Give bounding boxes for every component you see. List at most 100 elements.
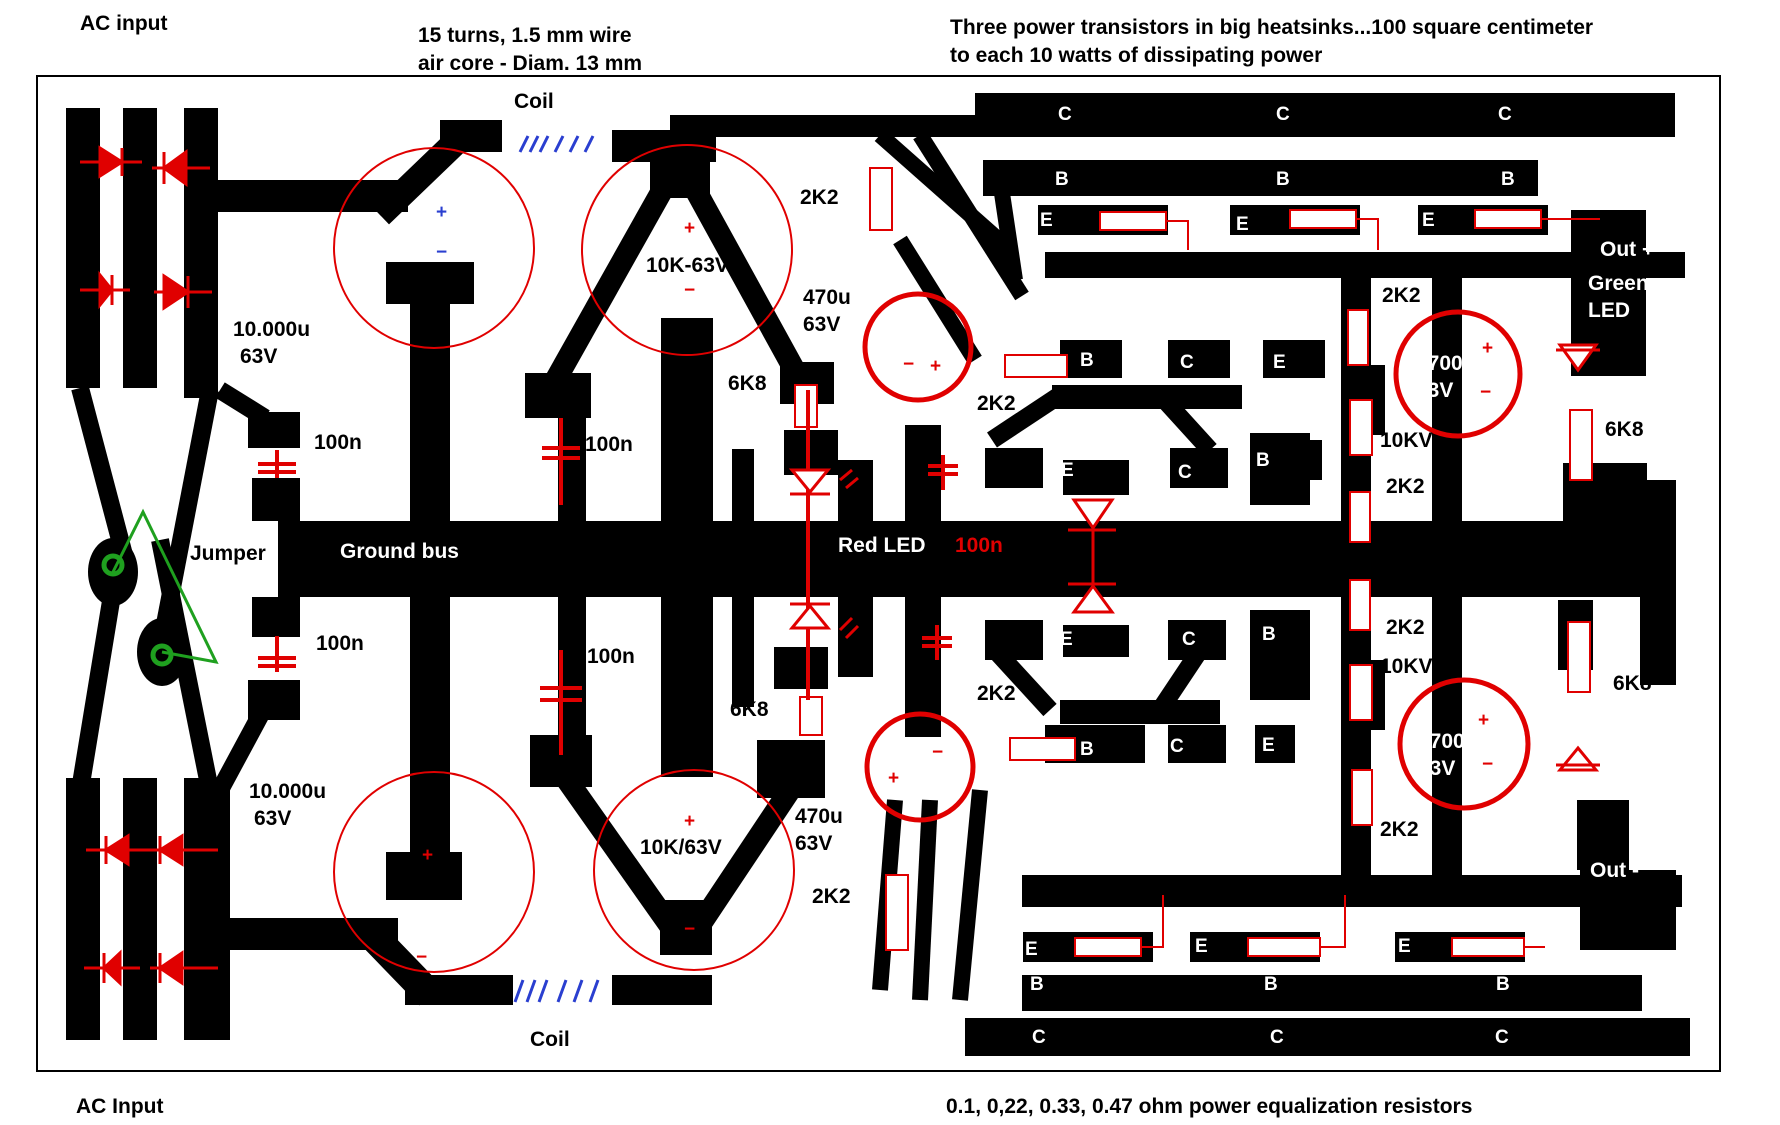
- pin-c-top-1: C: [1058, 104, 1072, 125]
- pin-c-bot-3: C: [1495, 1027, 1509, 1048]
- cap-470u-top-voltage: 63V: [803, 313, 840, 336]
- polarity-plus-7: +: [888, 768, 899, 789]
- filter-cap-top-value: 10.000u: [233, 318, 310, 341]
- res-6k8-a-label: 6K8: [728, 372, 767, 395]
- resistor-2k2-d: [1347, 309, 1369, 366]
- pin-c-bot-1: C: [1032, 1027, 1046, 1048]
- pin-e-top-1: E: [1040, 210, 1053, 231]
- resistor-6k8-d: [1567, 621, 1591, 693]
- pot-top-label: 10KV: [1380, 429, 1433, 452]
- pin-b-bot-2: B: [1264, 974, 1278, 995]
- resistor-6k8-c: [1569, 409, 1593, 481]
- pin-c-bot-2: C: [1270, 1027, 1284, 1048]
- red-led-label: Red LED: [838, 534, 926, 557]
- ecap-10k-top: [581, 144, 793, 356]
- pin-b-bot-1: B: [1030, 974, 1044, 995]
- polarity-minus-4: −: [1480, 382, 1491, 403]
- pin-b-right-top: B: [1256, 450, 1270, 471]
- coil-top-label: Coil: [514, 90, 554, 113]
- pin-c-pre-top: C: [1178, 462, 1192, 483]
- cap-4700u-bottom: [1397, 677, 1531, 811]
- polarity-plus-4: +: [1482, 338, 1493, 359]
- rectifier-diodes: [80, 145, 218, 987]
- jumper-label: Jumper: [190, 542, 266, 565]
- ecap-10k-bottom: [593, 769, 795, 971]
- pin-c-driver-bottom: C: [1170, 736, 1184, 757]
- copper-traces: [66, 93, 1690, 1056]
- resistor-6k8-b: [799, 696, 823, 736]
- green-led-label-line2: LED: [1588, 299, 1630, 322]
- filter-cap-bottom: [333, 771, 535, 973]
- pin-e-bot-3: E: [1398, 936, 1411, 957]
- cap-4700u-bottom-value: 4700u: [1418, 730, 1478, 753]
- cap-470u-bottom: [864, 711, 976, 823]
- pin-b-driver-top: B: [1080, 350, 1094, 371]
- jumper-wire: [101, 508, 219, 667]
- pin-b-top-2: B: [1276, 169, 1290, 190]
- out-minus-label: Out -: [1590, 859, 1639, 882]
- pin-e-driver-bottom: E: [1262, 735, 1275, 756]
- res-2k2-g-label: 2K2: [1380, 818, 1419, 841]
- pot-10kv-bottom: [1349, 664, 1373, 721]
- coils: [513, 135, 600, 1003]
- polarity-minus-7: −: [932, 742, 943, 763]
- res-6k8-b-label: 6K8: [730, 698, 769, 721]
- ground-bus-label: Ground bus: [340, 540, 459, 563]
- cap-100n-c-label: 100n: [585, 433, 633, 456]
- filter-cap-top-voltage: 63V: [240, 345, 277, 368]
- resistor-2k2-g: [1351, 769, 1373, 826]
- components: [258, 144, 1600, 973]
- heatsink-note-line2: to each 10 watts of dissipating power: [950, 44, 1322, 67]
- pin-e-bot-2: E: [1195, 936, 1208, 957]
- pin-b-top-1: B: [1055, 169, 1069, 190]
- resistor-note: 0.1, 0,22, 0.33, 0.47 ohm power equaliza…: [946, 1095, 1472, 1118]
- pin-e-driver-top: E: [1273, 352, 1286, 373]
- polarity-minus-6: −: [684, 919, 695, 940]
- pin-c-top-2: C: [1276, 104, 1290, 125]
- filter-cap-top: [333, 147, 535, 349]
- polarity-plus-6: +: [684, 811, 695, 832]
- res-2k2-d-label: 2K2: [1382, 284, 1421, 307]
- res-2k2-a-label: 2K2: [800, 186, 839, 209]
- cap-470u-bottom-value: 470u: [795, 805, 843, 828]
- cap-100n-red-label: 100n: [955, 534, 1003, 557]
- polarity-plus-3: +: [930, 356, 941, 377]
- polarity-minus-5: −: [416, 947, 427, 968]
- coil-spec-line2: air core - Diam. 13 mm: [418, 52, 642, 75]
- cap-4700u-top-value: 4700u: [1416, 352, 1476, 375]
- polarity-plus-5: +: [422, 845, 433, 866]
- cap-470u-top: [862, 291, 974, 403]
- ecap-top-label: 10K-63V: [646, 254, 729, 277]
- res-2k2-f-label: 2K2: [1386, 616, 1425, 639]
- ac-input-bottom-label: AC Input: [76, 1095, 163, 1118]
- heatsink-note-line1: Three power transistors in big heatsinks…: [950, 16, 1593, 39]
- board-outline: [36, 75, 1721, 1072]
- cap-470u-bottom-voltage: 63V: [795, 832, 832, 855]
- res-6k8-c-label: 6K8: [1605, 418, 1644, 441]
- resistor-2k2-a: [869, 167, 893, 231]
- res-2k2-c-label: 2K2: [977, 682, 1016, 705]
- res-2k2-e-label: 2K2: [1386, 475, 1425, 498]
- cap-4700u-top-voltage: 63V: [1416, 379, 1453, 402]
- filter-cap-bottom-voltage: 63V: [254, 807, 291, 830]
- pin-b-driver-bottom: B: [1080, 739, 1094, 760]
- ac-input-top-label: AC input: [80, 12, 167, 35]
- resistor-2k2-f: [1349, 579, 1371, 631]
- cap-470u-top-value: 470u: [803, 286, 851, 309]
- pin-e-top-3: E: [1422, 210, 1435, 231]
- cap-100n-b-label: 100n: [316, 632, 364, 655]
- pot-bottom-label: 10KV: [1380, 655, 1433, 678]
- resistor-2k2-h: [885, 874, 909, 951]
- pin-c-top-3: C: [1498, 104, 1512, 125]
- out-plus-label: Out +: [1600, 238, 1654, 261]
- green-led-label-line1: Green: [1588, 272, 1649, 295]
- pin-c-driver-top: C: [1180, 352, 1194, 373]
- pin-e-pre-top: E: [1061, 460, 1074, 481]
- pin-c-pre-bottom: C: [1182, 629, 1196, 650]
- pin-b-top-3: B: [1501, 169, 1515, 190]
- coil-bottom-label: Coil: [530, 1028, 570, 1051]
- cap-100n-a-label: 100n: [314, 431, 362, 454]
- polarity-plus-2: +: [684, 218, 695, 239]
- leds-zeners: [788, 343, 1600, 772]
- res-2k2-b-label: 2K2: [977, 392, 1016, 415]
